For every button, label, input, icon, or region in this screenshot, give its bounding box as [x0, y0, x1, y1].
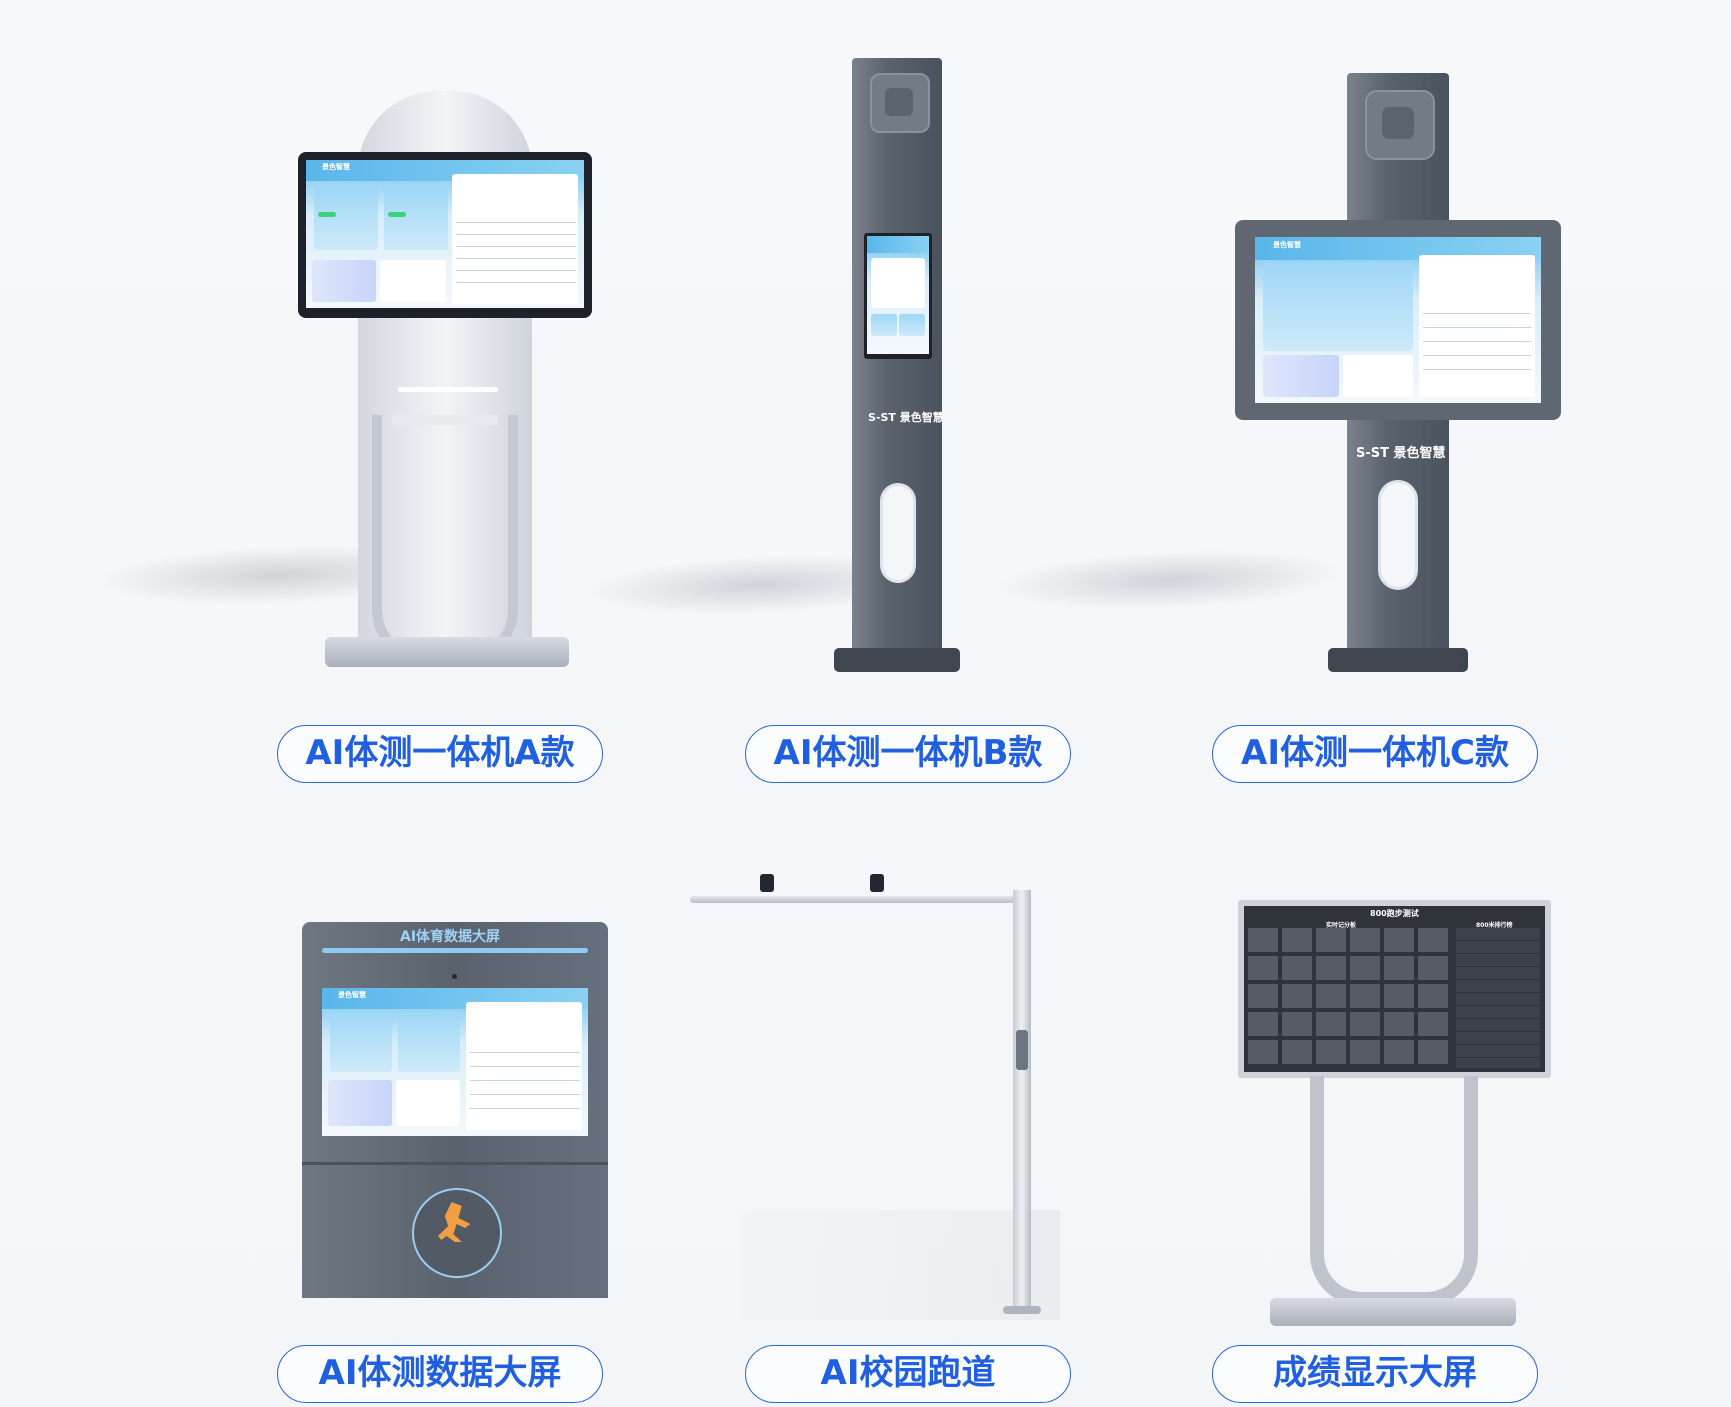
- screen-app-title: 景色智慧: [322, 163, 350, 171]
- track-shadow-area: [720, 1210, 1060, 1320]
- brand-logo-c: S-ST 景色智慧: [1356, 446, 1446, 461]
- product-a-image: 景色智慧: [57, 85, 600, 675]
- pole-base: [1003, 1306, 1041, 1314]
- kiosk-a-screen: 景色智慧: [306, 160, 584, 308]
- score-stand-frame: [1310, 1076, 1478, 1306]
- score-board-title: 800跑步测试: [1370, 909, 1419, 918]
- athlete-grid-rows: [1248, 928, 1452, 1068]
- product-label-f[interactable]: 成绩显示大屏: [1212, 1345, 1538, 1403]
- screen-app-title: 景色智慧: [1273, 241, 1301, 249]
- camera-icon: [885, 88, 913, 116]
- score-screen-display: 800跑步测试 实时记分板 800米排行榜: [1244, 906, 1545, 1072]
- cabinet-divider: [302, 1162, 608, 1165]
- product-e-image: [690, 870, 1060, 1330]
- pillar-c-base: [1328, 648, 1468, 672]
- pillar-b-handle-slot: [880, 483, 916, 583]
- product-b-image: S-ST 景色智慧: [547, 55, 990, 675]
- screen-app-title: 景色智慧: [338, 991, 366, 999]
- camera-module: [1365, 90, 1435, 160]
- sport-card-2: [384, 188, 448, 250]
- score-right-header: 800米排行榜: [1476, 922, 1513, 929]
- camera-icon: [870, 874, 884, 892]
- product-label-d[interactable]: AI体测数据大屏: [277, 1345, 603, 1403]
- camera-icon: [1382, 107, 1414, 139]
- product-label-e[interactable]: AI校园跑道: [745, 1345, 1071, 1403]
- header-light-bar: [322, 948, 588, 953]
- score-stand-base: [1270, 1298, 1516, 1326]
- kiosk-a-base: [325, 637, 569, 667]
- kiosk-a-lower-inner: [392, 415, 498, 425]
- track-crossbar: [690, 896, 1030, 903]
- product-c-image: 景色智慧 S-ST 景色智慧: [957, 70, 1570, 675]
- product-f-image: 800跑步测试 实时记分板 800米排行榜: [1238, 900, 1552, 1330]
- track-pole: [1013, 890, 1031, 1308]
- pole-sensor: [1016, 1030, 1028, 1070]
- runner-logo-circle: [412, 1188, 502, 1278]
- info-card: [380, 260, 446, 302]
- leaderboard-panel: [1456, 928, 1540, 1068]
- sport-card-1: [314, 188, 378, 250]
- product-c-shadow: [957, 550, 1383, 610]
- score-left-header: 实时记分板: [1326, 922, 1357, 929]
- rank-panel: [452, 174, 578, 304]
- pillar-b-base: [834, 648, 960, 672]
- kiosk-a-slot: [398, 387, 498, 392]
- brand-logo-b: S-ST 景色智慧: [868, 411, 944, 424]
- product-label-a[interactable]: AI体测一体机A款: [277, 725, 603, 783]
- product-label-c[interactable]: AI体测一体机C款: [1212, 725, 1538, 783]
- kiosk-a-leg-frame: [372, 415, 518, 665]
- product-label-b[interactable]: AI体测一体机B款: [745, 725, 1071, 783]
- data-screen-display: 景色智慧: [322, 988, 588, 1136]
- profile-card: [312, 260, 376, 302]
- pillar-c-screen: 景色智慧: [1255, 237, 1541, 403]
- pillar-c-handle-slot: [1378, 480, 1418, 590]
- big-screen-header: AI体育数据大屏: [400, 929, 501, 945]
- pillar-b-screen: [867, 236, 929, 354]
- product-d-image: AI体育数据大屏 景色智慧: [302, 922, 608, 1300]
- camera-icon: [760, 874, 774, 892]
